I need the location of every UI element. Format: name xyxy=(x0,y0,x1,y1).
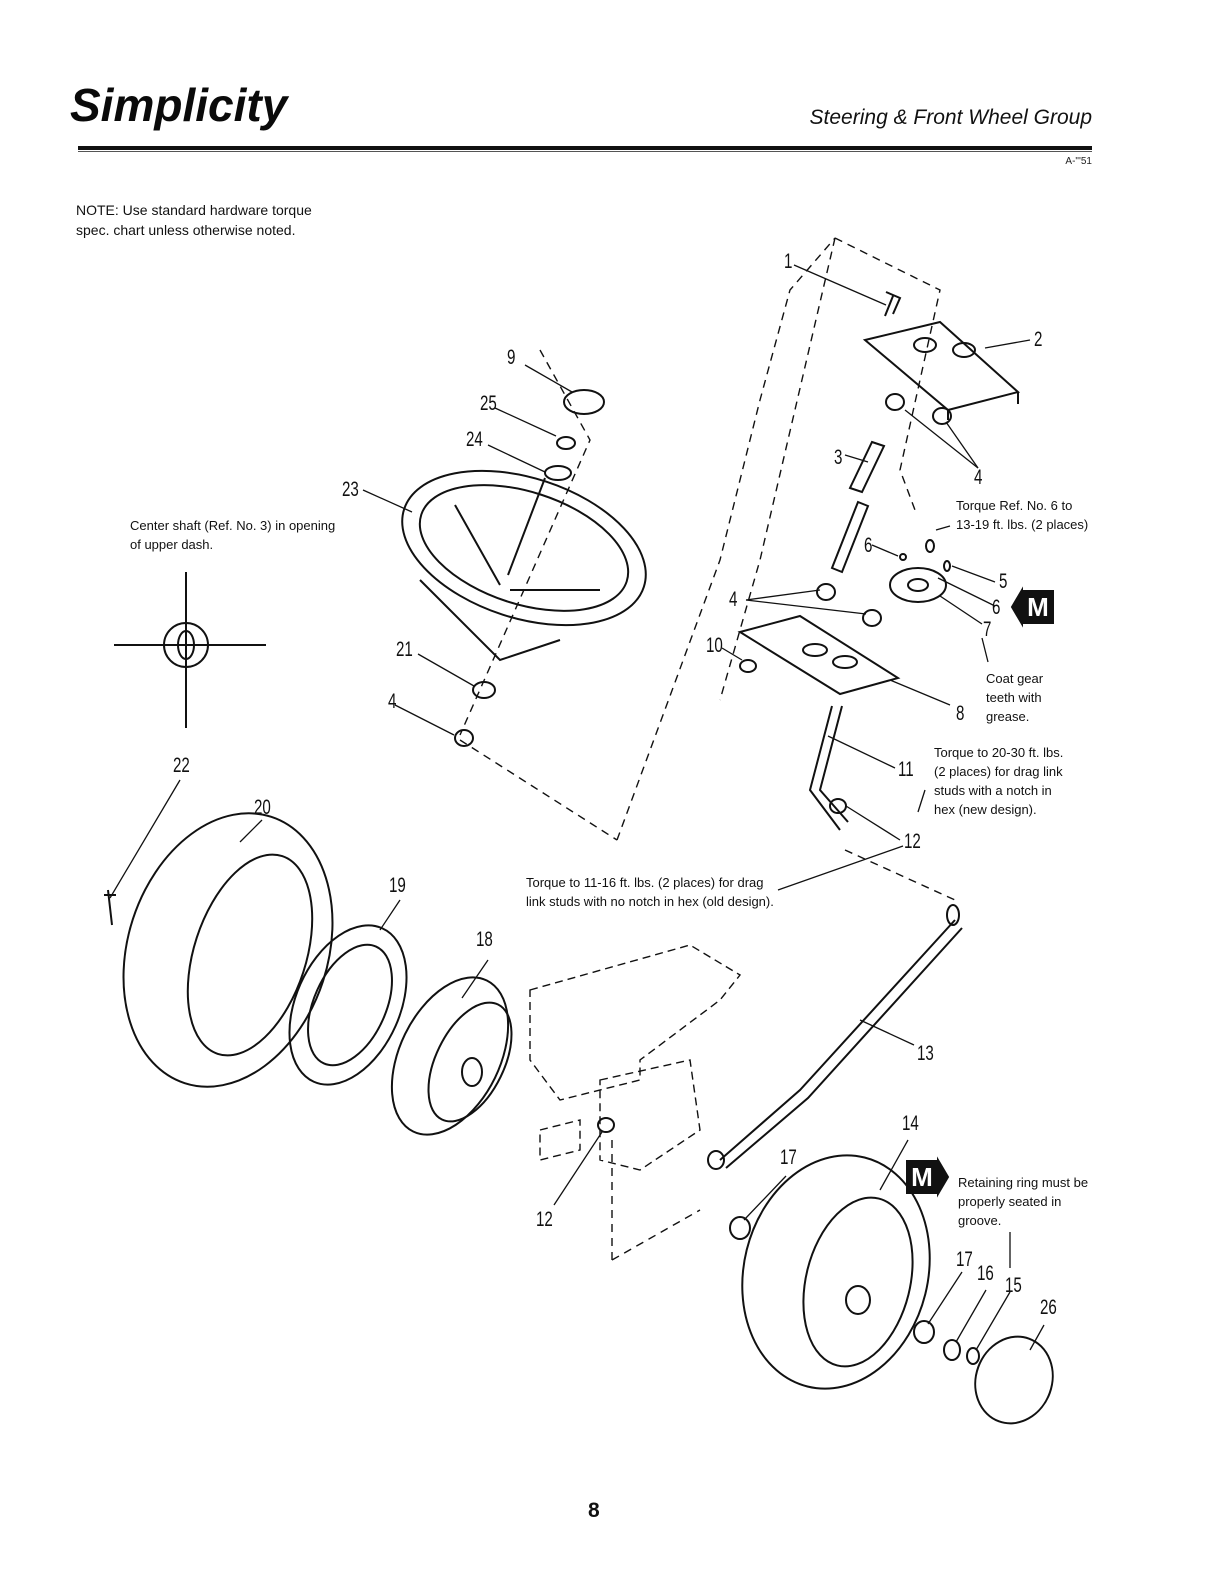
callout-13: 13 xyxy=(917,1042,934,1065)
maintenance-badge: M xyxy=(1022,590,1054,624)
drag-link-end xyxy=(707,1150,725,1170)
callout-4: 4 xyxy=(388,690,397,713)
callout-2: 2 xyxy=(1034,328,1043,351)
callout-8: 8 xyxy=(956,702,965,725)
steering-support-plate xyxy=(737,614,901,696)
callout-4: 4 xyxy=(729,588,738,611)
badge-arrow xyxy=(1010,586,1023,628)
callout-10: 10 xyxy=(706,634,723,657)
callout-12: 12 xyxy=(904,830,921,853)
callout-19: 19 xyxy=(389,874,406,897)
wheel-rim xyxy=(390,976,513,1136)
callout-12: 12 xyxy=(536,1208,553,1231)
hub-cap xyxy=(974,1335,1054,1425)
center-shaft-symbol xyxy=(114,572,266,728)
callout-17: 17 xyxy=(956,1248,973,1271)
header-rule-thin xyxy=(78,151,1092,152)
steering-arm xyxy=(808,705,849,831)
drag-link xyxy=(719,919,963,1169)
callout-14: 14 xyxy=(902,1112,919,1135)
inner-tube xyxy=(288,924,408,1086)
cap xyxy=(563,389,605,415)
callout-11: 11 xyxy=(898,758,914,781)
callout-9: 9 xyxy=(507,346,516,369)
retaining-ring-note: Retaining ring must be properly seated i… xyxy=(958,1175,1089,1228)
header-rule xyxy=(78,146,1092,150)
maintenance-badge: M xyxy=(906,1160,938,1194)
callout-26: 26 xyxy=(1040,1296,1057,1319)
upper-bracket xyxy=(862,320,1021,420)
callout-5: 5 xyxy=(999,570,1008,593)
right-wheel xyxy=(741,1154,931,1390)
callout-25: 25 xyxy=(480,392,497,415)
callout-17: 17 xyxy=(780,1146,797,1169)
bushing xyxy=(913,1320,935,1344)
valve-stem xyxy=(104,889,116,926)
torque-new-design-note: Torque to 20-30 ft. lbs. (2 places) for … xyxy=(934,745,1064,817)
callout-15: 15 xyxy=(1005,1274,1022,1297)
callout-16: 16 xyxy=(977,1262,994,1285)
callout-6: 6 xyxy=(864,534,873,557)
bearing xyxy=(862,609,882,627)
front-axle-outline xyxy=(529,944,742,1171)
center-shaft xyxy=(830,440,886,574)
document-code: A-"'51 xyxy=(1065,156,1092,167)
callout-21: 21 xyxy=(396,638,413,661)
nut xyxy=(899,553,907,561)
callout-22: 22 xyxy=(173,754,190,777)
general-note: NOTE: Use standard hardware torque spec.… xyxy=(76,202,312,238)
callout-7: 7 xyxy=(983,618,992,641)
bushing xyxy=(472,681,496,699)
callout-4: 4 xyxy=(974,466,983,489)
left-tire xyxy=(122,812,334,1088)
retaining-ring xyxy=(966,1347,980,1365)
section-title: Steering & Front Wheel Group xyxy=(809,106,1092,129)
brand-logo: Simplicity xyxy=(70,79,288,131)
steering-wheel xyxy=(401,469,647,662)
bushing xyxy=(932,407,952,425)
callout-24: 24 xyxy=(466,428,483,451)
bearing xyxy=(454,729,474,747)
bolt xyxy=(884,291,902,317)
grease-note: Coat gear teeth with grease. xyxy=(986,671,1044,724)
washer xyxy=(943,560,951,572)
bushing xyxy=(729,1216,751,1240)
torque-old-design-note: Torque to 11-16 ft. lbs. (2 places) for … xyxy=(526,875,774,909)
nut xyxy=(739,659,757,673)
torque-ref-note: Torque Ref. No. 6 to 13-19 ft. lbs. (2 p… xyxy=(956,498,1089,532)
nut xyxy=(597,1117,615,1133)
badge-arrow xyxy=(937,1156,950,1198)
bushing xyxy=(885,393,905,411)
washer xyxy=(943,1339,961,1361)
page-number: 8 xyxy=(588,1499,600,1522)
steering-gear xyxy=(889,567,947,603)
callout-6: 6 xyxy=(992,596,1001,619)
callout-1: 1 xyxy=(784,250,793,273)
washer xyxy=(544,465,572,481)
bearing xyxy=(816,583,836,601)
leader-lines xyxy=(109,264,1045,1351)
nut xyxy=(556,436,576,450)
callout-3: 3 xyxy=(834,446,843,469)
drag-link-end xyxy=(946,904,960,926)
callout-18: 18 xyxy=(476,928,493,951)
center-shaft-note: Center shaft (Ref. No. 3) in opening of … xyxy=(130,518,336,552)
bolt xyxy=(925,539,935,553)
callout-20: 20 xyxy=(254,796,271,819)
assembly-guide-lines xyxy=(459,237,956,1261)
callout-23: 23 xyxy=(342,478,359,501)
